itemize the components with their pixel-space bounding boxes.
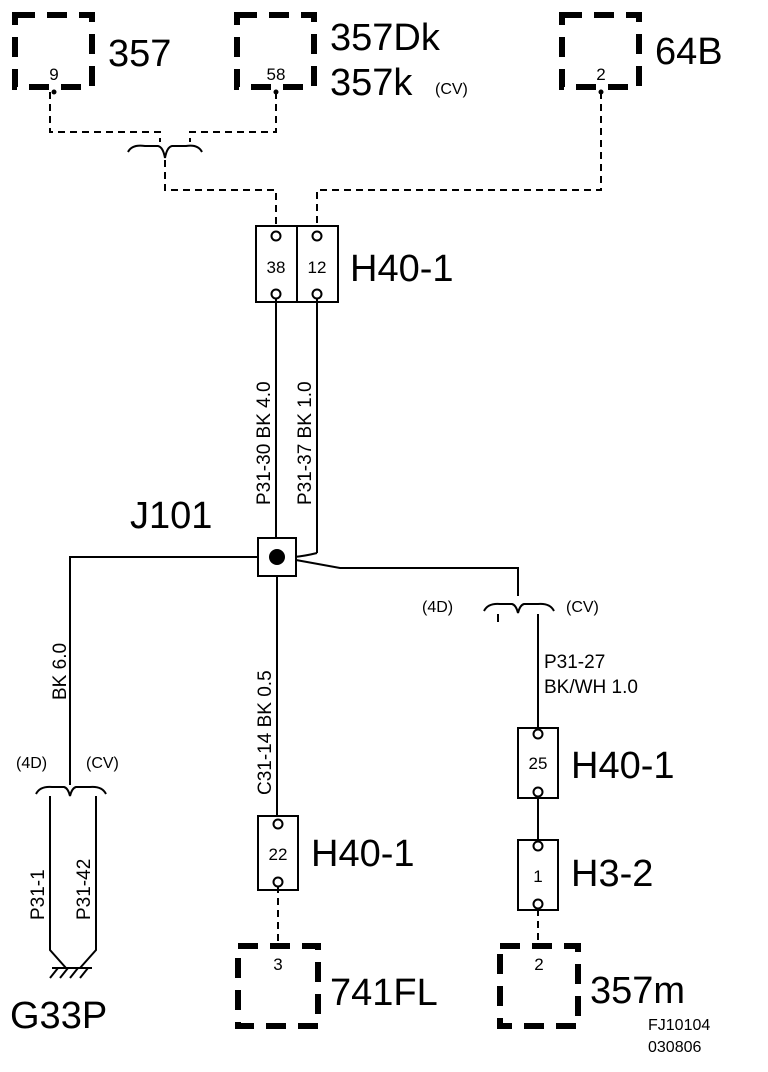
wire-p31-1	[49, 796, 67, 969]
connector-357dk-label: 357Dk	[330, 17, 441, 59]
pin-1-label: 1	[533, 867, 542, 886]
connector-h40-1-mid-label: H40-1	[311, 833, 415, 875]
connector-357m-label: 357m	[590, 970, 685, 1012]
wire-to-right-branch	[295, 559, 519, 596]
connector-357m-pin: 2	[534, 955, 543, 974]
pin-22-label: 22	[269, 845, 288, 864]
right-branch: (4D) (CV) P31-27 BK/WH 1.0 25 H40-1 1 H3…	[295, 559, 685, 1029]
connector-h40-1-top-label: H40-1	[350, 248, 454, 290]
variant-brace-right	[483, 602, 555, 614]
connector-64b-outline	[559, 12, 642, 90]
terminal-12-bottom	[311, 288, 323, 300]
drawing-date-code: 030806	[648, 1039, 701, 1056]
connector-h3-2-label: H3-2	[571, 853, 653, 895]
connector-357k-variant: (CV)	[435, 81, 468, 98]
wire-p31-42-label: P31-42	[74, 859, 95, 920]
connector-64b: 2 64B	[559, 12, 723, 95]
center-branch: C31-14 BK 0.5 22 H40-1 3 741FL	[235, 576, 438, 1029]
wire-bk-6-0	[69, 556, 258, 785]
wire-p31-27-label: P31-27	[544, 652, 605, 673]
terminal-12-top	[311, 230, 323, 242]
top-dashed-wiring	[49, 92, 602, 228]
wire-p31-1-label: P31-1	[28, 869, 49, 920]
variant-brace-left	[35, 785, 107, 797]
pin-25-label: 25	[529, 754, 548, 773]
wire-c31-14-label: C31-14 BK 0.5	[255, 670, 276, 795]
connector-357: 9 357	[12, 12, 171, 95]
wire-bk-6-0-label: BK 6.0	[50, 643, 71, 700]
wire-p31-30-label: P31-30 BK 4.0	[254, 381, 275, 505]
left-branch: BK 6.0 (4D) (CV) P31-1 P31-42 G33P	[10, 556, 258, 1037]
terminal-1-top	[532, 840, 544, 852]
wire-p31-42	[79, 796, 97, 969]
wire-357-dashed	[49, 92, 161, 142]
connector-741fl-label: 741FL	[330, 972, 438, 1014]
splice-j101: J101	[130, 495, 297, 577]
connector-357dk: 58 357Dk 357k (CV)	[234, 12, 468, 104]
connector-357m-outline	[497, 943, 581, 1029]
connector-357-outline	[12, 12, 95, 90]
connector-357-label: 357	[108, 33, 171, 75]
ground-symbol-icon	[49, 967, 92, 979]
left-variant-cv: (CV)	[86, 755, 119, 772]
wire-p31-37-join	[293, 552, 318, 558]
connector-64b-label: 64B	[655, 31, 723, 73]
connector-741fl-pin: 3	[273, 955, 282, 974]
connector-h3-2-outline	[517, 839, 559, 911]
wire-357dk-dashed	[189, 92, 277, 142]
drawing-code: FJ10104	[648, 1017, 710, 1034]
splice-j101-label: J101	[130, 495, 212, 537]
connector-64b-pin: 2	[596, 65, 605, 84]
connector-h40-1-top: 38 12 H40-1	[255, 225, 454, 303]
wire-to-h40-38-dashed	[164, 160, 277, 228]
splice-j101-dot	[269, 549, 285, 565]
left-variant-4d: (4D)	[16, 755, 47, 772]
terminal-1-bottom	[532, 898, 544, 910]
connector-357-pin: 9	[49, 65, 58, 84]
pin-38-label: 38	[267, 258, 286, 277]
terminal-25-bottom	[532, 786, 544, 798]
connector-h40-1-right-label: H40-1	[571, 745, 675, 787]
terminal-25-top	[532, 728, 544, 740]
connector-357dk-outline	[234, 12, 317, 90]
connector-h40-1-right-outline	[517, 727, 559, 799]
ground-g33p-label: G33P	[10, 995, 107, 1037]
connector-741fl-outline	[235, 943, 321, 1029]
wire-64b-to-h40-12-dashed	[316, 92, 602, 228]
right-variant-4d: (4D)	[422, 599, 453, 616]
variant-brace-top	[127, 144, 203, 159]
terminal-22-bottom	[272, 876, 284, 888]
connector-357-terminal	[51, 89, 57, 95]
wire-p31-27-spec: BK/WH 1.0	[544, 677, 638, 698]
terminal-38-bottom	[270, 288, 282, 300]
wire-p31-37-label: P31-37 BK 1.0	[295, 381, 316, 505]
pin-12-label: 12	[308, 258, 327, 277]
terminal-22-top	[272, 818, 284, 830]
connector-357k-label: 357k	[330, 62, 413, 104]
connector-357dk-pin: 58	[267, 65, 286, 84]
terminal-38-top	[270, 230, 282, 242]
right-variant-cv: (CV)	[566, 599, 599, 616]
